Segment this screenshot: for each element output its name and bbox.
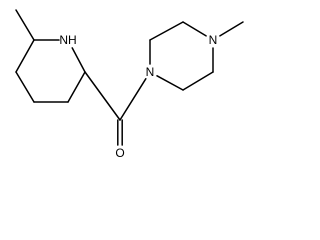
atom-label-o-carbonyl: O xyxy=(115,146,124,160)
single-bond xyxy=(219,21,244,37)
atom-label-n1-pz: N xyxy=(146,65,155,79)
single-bond xyxy=(182,71,214,91)
atom-label-layer: NH O N N xyxy=(59,33,217,160)
single-bond xyxy=(119,78,147,121)
atom-label-n1-pip: NH xyxy=(59,33,76,47)
single-bond xyxy=(15,39,35,73)
single-bond xyxy=(15,71,35,103)
single-bond xyxy=(71,47,86,73)
bond-layer xyxy=(15,9,244,146)
single-bond xyxy=(15,9,35,41)
single-bond xyxy=(149,21,184,41)
single-bond xyxy=(182,21,207,37)
chemical-structure: NH O N N xyxy=(15,9,244,160)
single-bond xyxy=(156,75,184,91)
atom-label-n4-pz: N xyxy=(209,33,218,47)
single-bond xyxy=(84,71,121,121)
single-bond xyxy=(67,71,86,103)
